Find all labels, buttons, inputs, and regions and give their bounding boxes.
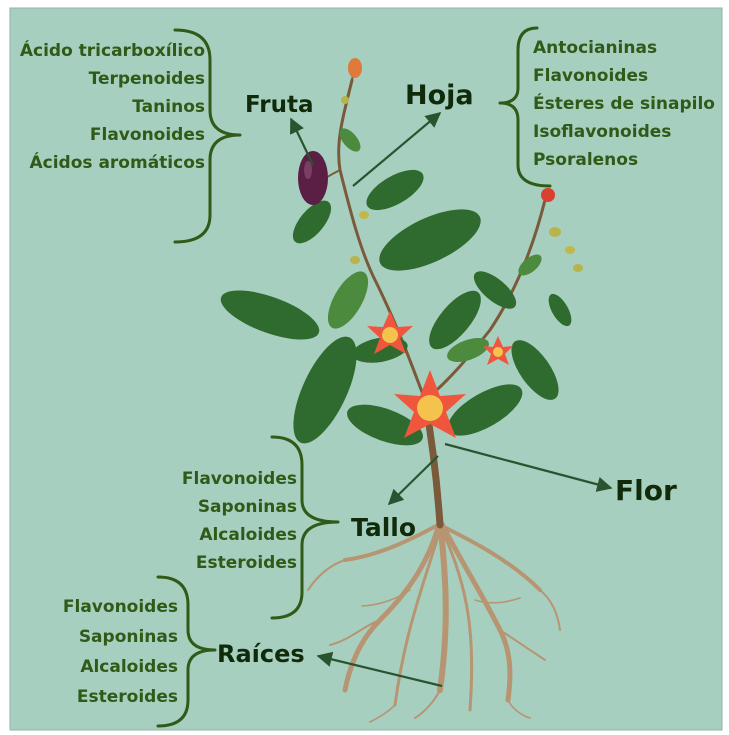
list-item: Ácidos aromáticos	[30, 151, 206, 173]
list-item: Esteroides	[196, 553, 297, 573]
list-item: Saponinas	[198, 497, 297, 517]
list-item: Saponinas	[79, 627, 178, 647]
list-item: Esteroides	[77, 687, 178, 707]
list-item: Alcaloides	[80, 657, 178, 677]
list-item: Terpenoides	[89, 69, 205, 89]
tallo-label: Tallo	[351, 513, 416, 542]
list-item: Psoralenos	[533, 150, 638, 170]
fruit-drawing	[298, 151, 328, 205]
list-item: Ésteres de sinapilo	[533, 92, 715, 114]
raices-label: Raíces	[217, 640, 305, 668]
list-item: Flavonoides	[182, 469, 297, 489]
list-item: Flavonoides	[63, 597, 178, 617]
list-item: Flavonoides	[533, 66, 648, 86]
list-item: Isoflavonoides	[533, 122, 671, 142]
list-item: Taninos	[132, 97, 205, 117]
list-item: Ácido tricarboxílico	[20, 39, 205, 61]
list-item: Flavonoides	[90, 125, 205, 145]
diagram-background	[10, 8, 722, 730]
list-item: Alcaloides	[199, 525, 297, 545]
list-item: Antocianinas	[533, 38, 657, 58]
fruta-label: Fruta	[245, 92, 313, 118]
flor-label: Flor	[615, 474, 677, 507]
hoja-label: Hoja	[405, 80, 474, 111]
